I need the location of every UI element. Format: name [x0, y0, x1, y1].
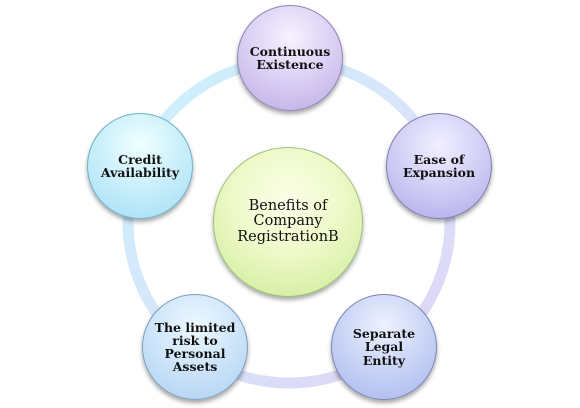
node-credit-availability: Credit Availability: [87, 113, 193, 219]
node-label-credit-availability: Credit Availability: [100, 151, 180, 180]
node-label-ease-of-expansion: Ease of Expansion: [402, 151, 476, 180]
node-label-continuous-existence: Continuous Existence: [249, 43, 331, 72]
node-label-separate-legal-entity: Separate Legal Entity: [352, 326, 416, 368]
center-node-label: Benefits of Company RegistrationB: [237, 197, 339, 245]
node-continuous-existence: Continuous Existence: [237, 5, 343, 111]
center-node-benefits: Benefits of Company RegistrationB: [213, 147, 363, 297]
node-ease-of-expansion: Ease of Expansion: [386, 113, 492, 219]
node-separate-legal-entity: Separate Legal Entity: [331, 294, 437, 400]
node-limited-risk: The limited risk to Personal Assets: [142, 294, 248, 400]
node-label-limited-risk: The limited risk to Personal Assets: [154, 319, 236, 375]
